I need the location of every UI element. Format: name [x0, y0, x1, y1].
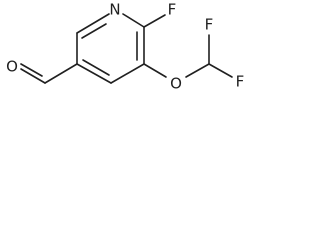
atom-label-f-ring: F — [168, 1, 177, 19]
structure-canvas: N F F F O O — [0, 0, 257, 97]
bond-ring-c3-n — [76, 13, 110, 34]
bond-cho-o — [20, 68, 46, 84]
bond-cho-o-double — [20, 63, 43, 77]
bond-ring-n-c2 — [122, 13, 145, 28]
molecule-diagram: N F F F O O — [6, 1, 245, 93]
atom-label-o-ether: O — [170, 75, 182, 93]
bond-ring-c6-c5 — [110, 63, 145, 84]
bond-chf2-f-right — [208, 63, 233, 78]
bond-ring-c3-n-inner — [81, 23, 107, 39]
bond-c6-o — [143, 63, 167, 78]
bond-c4-cho — [44, 63, 78, 84]
atom-label-f-top: F — [205, 16, 214, 34]
bond-o-chf2 — [185, 63, 210, 78]
atom-label-o-aldehyde: O — [6, 58, 18, 76]
bond-ring-c5-c4-inner — [82, 59, 110, 76]
atom-label-f-bottom: F — [236, 73, 245, 91]
atom-label-n: N — [109, 1, 120, 19]
bond-c2-f — [143, 14, 166, 28]
bond-ring-c5-c4 — [76, 63, 112, 84]
